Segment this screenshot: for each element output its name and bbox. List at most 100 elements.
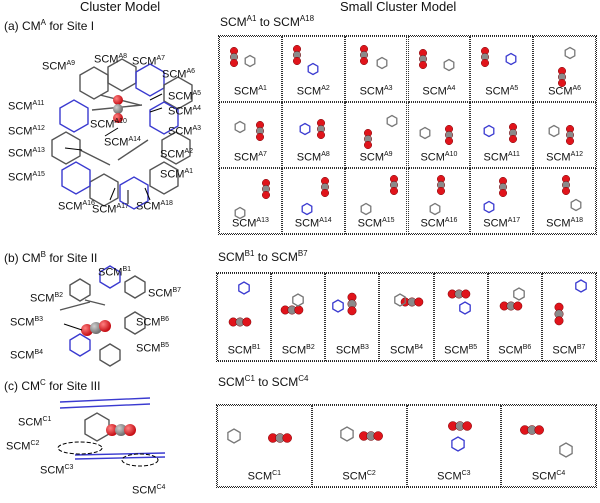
scm-b-range-title: SCMB1 to SCMB7: [218, 249, 308, 264]
scm-cell-a14: SCMA14: [281, 168, 345, 234]
section-a-title: (a) CMA for Site I: [4, 18, 95, 33]
scm-label-a18: SCMA18: [546, 217, 584, 230]
scm-structure-b4: [394, 293, 424, 307]
cluster-label-a2: SCMA2: [160, 148, 194, 161]
cluster-label-a1: SCMA1: [160, 168, 194, 181]
scm-structure-a2: [292, 45, 319, 76]
small-cluster-model-header: Small Cluster Model: [340, 0, 457, 14]
scm-label-a17: SCMA17: [483, 217, 521, 230]
cluster-label-a18: SCMA18: [136, 200, 173, 213]
site-iii-ellipse-left: [57, 441, 103, 455]
cluster-label-a15: SCMA15: [8, 171, 45, 184]
scm-label-a2: SCMA2: [296, 85, 330, 98]
cluster-label-c1: SCMC1: [18, 416, 52, 429]
scm-cell-a17: SCMA17: [470, 168, 534, 234]
scm-cell-b5: SCMB5: [433, 273, 488, 361]
cluster-label-b3: SCMB3: [10, 316, 44, 329]
scm-structure-b2: [280, 293, 304, 315]
scm-structure-b5: [447, 289, 471, 315]
cluster-label-a11: SCMA11: [8, 100, 45, 113]
site-i-arrows: [64, 93, 163, 203]
scm-label-a11: SCMA11: [483, 151, 520, 164]
cluster-label-c4: SCMC4: [132, 484, 166, 497]
cluster-label-c2: SCMC2: [6, 440, 40, 453]
scm-cell-a6: SCMA6: [533, 36, 596, 102]
scm-cell-b4: SCMB4: [379, 273, 434, 361]
scm-structure-a8: [299, 119, 325, 139]
scm-label-c2: SCMC2: [342, 470, 376, 483]
cluster-label-a6: SCMA6: [162, 68, 196, 81]
scm-structure-a18: [562, 175, 582, 212]
scm-label-b1: SCMB1: [227, 344, 261, 357]
scm-structure-b6: [499, 287, 525, 311]
scm-label-b4: SCMB4: [389, 344, 423, 357]
scm-label-a6: SCMA6: [548, 85, 582, 98]
scm-structure-a5: [481, 47, 517, 67]
scm-structure-a13: [234, 179, 270, 220]
site-ii-co2: [81, 320, 111, 336]
scm-cell-a7: SCMA7: [219, 102, 282, 168]
scm-cell-a1: SCMA1: [219, 36, 282, 102]
scm-label-a3: SCMA3: [359, 85, 393, 98]
scm-label-c4: SCMC4: [531, 470, 566, 483]
scm-label-b6: SCMB6: [498, 344, 532, 357]
site-iii-co2: [106, 424, 136, 436]
cluster-label-b4: SCMB4: [10, 349, 44, 362]
cluster-label-a8: SCMA8: [94, 53, 128, 66]
scm-cell-a15: SCMA15: [344, 168, 408, 234]
scm-cell-a12: SCMA12: [533, 102, 596, 168]
scm-label-b7: SCMB7: [552, 344, 586, 357]
scm-label-a1: SCMA1: [233, 85, 267, 98]
section-b-title: (b) CMB for Site II: [4, 250, 98, 265]
scm-cell-a16: SCMA16: [407, 168, 471, 234]
cluster-label-b2: SCMB2: [30, 292, 64, 305]
scm-cell-a4: SCMA4: [407, 36, 471, 102]
scm-label-c3: SCMC3: [437, 470, 471, 483]
scm-cell-b7: SCMB7: [541, 273, 596, 361]
scm-label-a5: SCMA5: [485, 85, 519, 98]
scm-cell-a3: SCMA3: [344, 36, 408, 102]
scm-label-a9: SCMA9: [359, 151, 393, 164]
scm-structure-a1: [230, 47, 256, 68]
scm-structure-a14: [301, 177, 329, 216]
cluster-label-a16: SCMA16: [58, 200, 95, 213]
cluster-label-b1: SCMB1: [98, 266, 132, 279]
scm-structure-b7: [554, 279, 587, 326]
scm-structure-a10: [419, 125, 453, 145]
scm-structure-a6: [558, 46, 576, 87]
scm-structure-c1: [227, 428, 292, 444]
scm-cell-a2: SCMA2: [281, 36, 345, 102]
cluster-label-b6: SCMB6: [136, 316, 170, 329]
scm-cell-b2: SCMB2: [271, 273, 326, 361]
scm-a-range-title: SCMA1 to SCMA18: [220, 14, 315, 29]
scm-cell-a11: SCMA11: [470, 102, 534, 168]
scm-structure-a7: [234, 120, 264, 141]
scm-label-a10: SCMA10: [420, 151, 458, 164]
scm-cell-c4: SCMC4: [501, 405, 596, 487]
site-i-co2: [113, 95, 123, 123]
cluster-label-a3: SCMA3: [168, 125, 202, 138]
cluster-model-header: Cluster Model: [80, 0, 161, 14]
cluster-label-c3: SCMC3: [40, 464, 74, 477]
scm-structure-a4: [418, 49, 454, 72]
scm-c-range-title: SCMC1 to SCMC4: [218, 374, 309, 389]
scm-cell-a10: SCMA10: [407, 102, 471, 168]
scm-cell-c3: SCMC3: [406, 405, 502, 487]
scm-cell-b6: SCMB6: [487, 273, 542, 361]
scm-label-b5: SCMB5: [444, 344, 478, 357]
scm-cell-c2: SCMC2: [311, 405, 407, 487]
scm-label-a14: SCMA14: [294, 217, 332, 230]
section-c-title: (c) CMC for Site III: [4, 378, 101, 393]
cluster-label-a12: SCMA12: [8, 125, 45, 138]
scm-structure-a17: [483, 177, 508, 214]
cluster-label-b7: SCMB7: [148, 287, 182, 300]
scm-label-a7: SCMA7: [233, 151, 267, 164]
scm-label-a16: SCMA16: [420, 217, 458, 230]
cluster-label-a17: SCMA17: [92, 203, 129, 216]
scm-label-c1: SCMC1: [247, 470, 282, 483]
scm-label-a15: SCMA15: [357, 217, 395, 230]
cluster-label-b5: SCMB5: [136, 342, 170, 355]
scm-label-a4: SCMA4: [422, 85, 456, 98]
cluster-label-a7: SCMA7: [132, 55, 166, 68]
